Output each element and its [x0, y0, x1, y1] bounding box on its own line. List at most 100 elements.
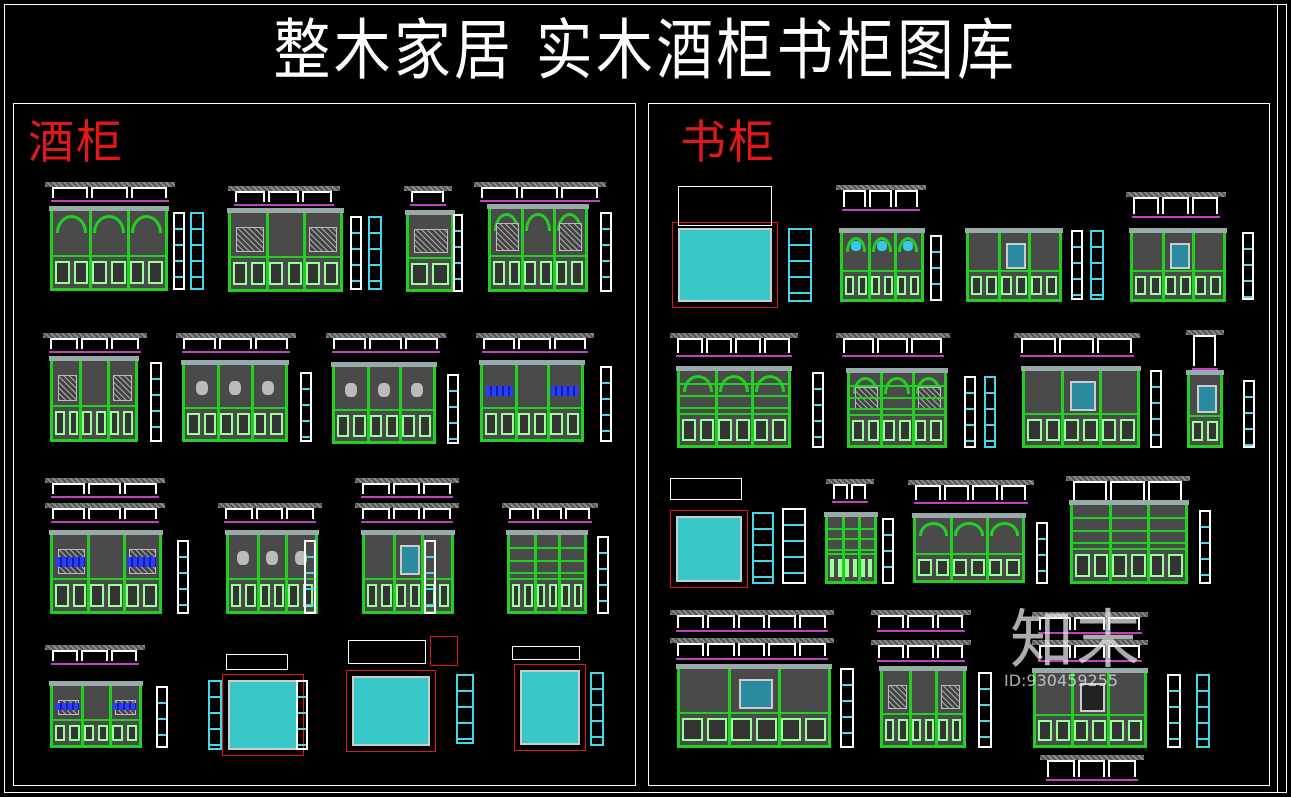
side-section-view: [782, 508, 806, 584]
door-panel: [353, 415, 366, 437]
shelf: [828, 538, 874, 540]
arch-top: [919, 522, 949, 536]
arch-top: [525, 213, 551, 231]
dimension-lines: [346, 670, 436, 752]
door-panel: [270, 413, 283, 435]
side-section-view: [177, 540, 189, 614]
plan-dimension-box: [670, 478, 742, 500]
plan-view: [355, 478, 459, 498]
plan-view: [871, 640, 971, 662]
door-panel: [381, 584, 392, 607]
door-panel: [540, 261, 552, 285]
door-panel: [367, 584, 378, 607]
door-panel: [837, 559, 842, 577]
detail-elevation: [352, 676, 430, 746]
plan-view: [1126, 192, 1226, 218]
plan-body: [480, 187, 600, 202]
plan-cell: [255, 508, 284, 519]
cornice: [361, 530, 455, 535]
cornice: [1069, 500, 1189, 505]
plan-cell: [869, 190, 892, 207]
door-panel: [187, 413, 200, 435]
base-line: [1133, 270, 1223, 272]
blue-glass-panel: [551, 386, 578, 397]
plan-cell: [907, 645, 934, 658]
door-panel: [555, 261, 568, 285]
door-panel: [512, 584, 521, 607]
blue-circle-ornament: [851, 241, 861, 251]
door-panel: [493, 261, 505, 285]
plan-cell: [80, 338, 109, 349]
plan-cell: [798, 615, 826, 628]
column: [998, 233, 1001, 299]
plan-cell: [52, 650, 79, 661]
column: [256, 535, 260, 611]
side-section-view: [1242, 232, 1254, 300]
blue-glass-panel: [56, 702, 79, 710]
door-panel: [536, 584, 545, 607]
detail-elevation: [520, 670, 580, 745]
lattice-glass: [236, 227, 265, 252]
plan-body: [361, 483, 453, 498]
door-panel: [1093, 554, 1109, 577]
plan-cell: [483, 338, 516, 349]
column: [777, 669, 781, 745]
plan-cell: [1000, 485, 1026, 500]
door-panel: [682, 718, 703, 741]
door-panel: [108, 584, 122, 607]
plan-hatch: [670, 638, 834, 643]
side-section-view: [1199, 510, 1211, 584]
door-panel: [1038, 720, 1052, 741]
side-section-view: [156, 686, 168, 748]
plan-cell: [518, 338, 551, 349]
vase-ornament: [378, 382, 390, 397]
door-panel: [772, 419, 786, 441]
door-panel: [55, 261, 70, 284]
door-panel: [911, 719, 921, 741]
column: [87, 535, 91, 611]
watermark-id: ID:930459255: [1004, 671, 1119, 690]
plan-cell: [481, 187, 518, 198]
plan-body: [842, 338, 944, 357]
plan-hatch: [474, 182, 606, 187]
column: [302, 213, 306, 289]
door-panel: [951, 719, 961, 741]
arch-top: [130, 215, 162, 233]
plan-cell: [124, 483, 157, 494]
door-panel: [884, 276, 893, 295]
lattice-glass: [496, 223, 520, 251]
side-section-view: [984, 376, 996, 448]
base-line: [1073, 548, 1185, 550]
plan-cell: [52, 483, 85, 494]
elevation-arches: [49, 206, 169, 291]
elevation-blue-x: [479, 360, 585, 442]
plan-hatch: [45, 182, 175, 187]
door-panel: [337, 415, 350, 437]
plan-cell: [392, 483, 421, 494]
column: [894, 233, 897, 299]
plan-cell: [1133, 197, 1160, 214]
door-panel: [853, 559, 857, 577]
column: [514, 365, 518, 439]
elevation-lattice-doors: [879, 666, 967, 748]
door-panel: [369, 415, 382, 437]
side-section-view: [350, 216, 362, 290]
elevation-long-shelves: [1069, 500, 1189, 584]
plan-hatch: [404, 186, 452, 191]
cornice: [676, 664, 832, 669]
column: [421, 535, 425, 611]
door-panel: [1064, 419, 1079, 441]
plan-view: [836, 333, 950, 357]
blue-glass-panel: [486, 386, 513, 397]
plan-cell: [1073, 645, 1106, 658]
plan-cell: [1108, 760, 1136, 777]
door-panel: [220, 413, 233, 435]
plan-body: [51, 483, 159, 498]
plan-cell: [768, 615, 796, 628]
elevation-center-picture: [1021, 366, 1141, 448]
door-panel: [438, 584, 449, 607]
door-panel: [914, 420, 927, 441]
column: [985, 518, 989, 580]
plan-hatch: [326, 333, 446, 338]
door-panel: [112, 725, 123, 741]
